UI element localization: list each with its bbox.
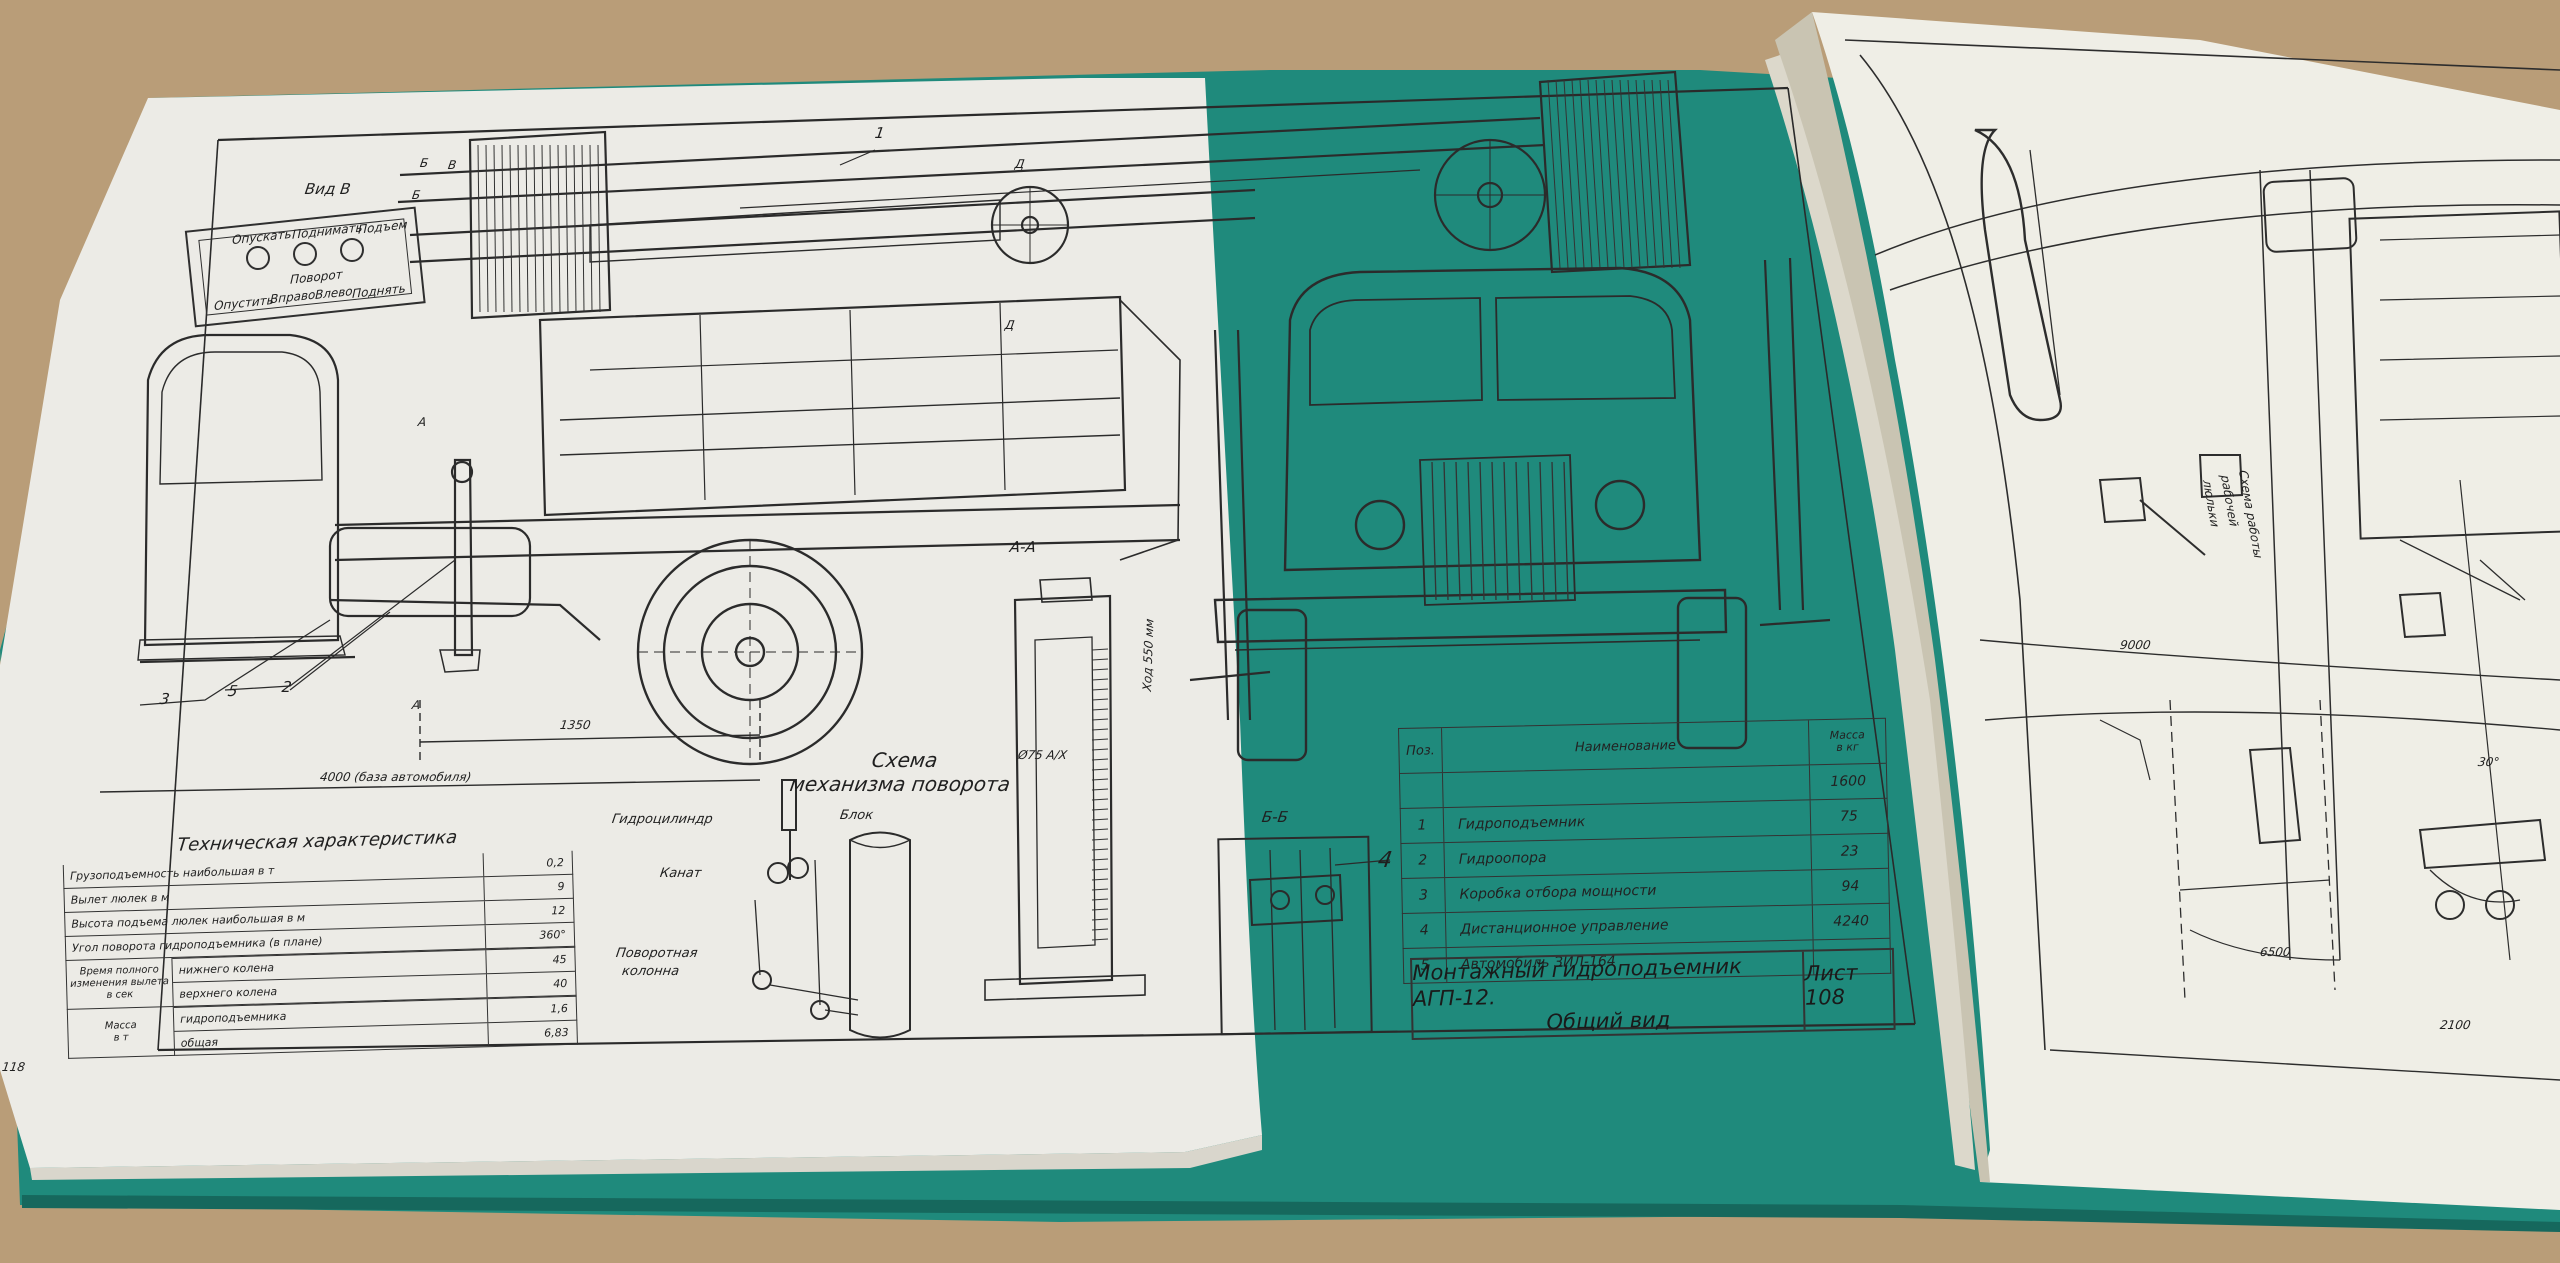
scheme-label-block: Блок <box>838 808 875 823</box>
mass-label-line: в т <box>113 1032 129 1044</box>
scheme-title: механизма поворота <box>788 772 1012 796</box>
spec-value: 45 <box>485 947 575 974</box>
drawing-title-block: Монтажный гидроподъемник АГП-12. Общий в… <box>1410 947 1896 1040</box>
sheet-number: Лист 108 <box>1801 949 1894 1030</box>
parts-header-mass: Масса в кг <box>1807 718 1886 765</box>
parts-pos: 2 <box>1401 843 1446 878</box>
parts-mass: 94 <box>1811 868 1889 905</box>
parts-name: Дистанционное управление <box>1460 917 1669 938</box>
parts-pos: 1 <box>1400 808 1445 843</box>
time-label-line: в сек <box>106 989 134 1001</box>
time-group-label: Время полного изменения вылета в сек <box>65 957 174 1010</box>
parts-pos <box>1399 773 1444 808</box>
right-dimension-6500: 6500 <box>2259 945 2292 959</box>
spec-value: 40 <box>485 971 576 998</box>
parts-table: Поз. Наименование Масса в кг 1600 1 Гидр… <box>1398 717 1892 984</box>
mass-group-label: Масса в т <box>66 1006 176 1059</box>
scheme-label-rope: Канат <box>658 866 703 881</box>
section-aa-label: А-А <box>1008 538 1038 556</box>
spec-value: 0,2 <box>482 850 573 877</box>
parts-pos: 4 <box>1402 913 1447 948</box>
dimension-wheelbase: 4000 (база автомобиля) <box>319 770 473 784</box>
dimension-diameter: Ø75 А/Х <box>1017 748 1068 762</box>
parts-header-pos: Поз. <box>1399 728 1443 773</box>
right-angle-label: 30° <box>2477 755 2501 769</box>
left-page <box>0 78 1262 1168</box>
drawing-title: Монтажный гидроподъемник АГП-12. Общий в… <box>1412 952 1804 1038</box>
cut-letter: Д <box>1004 318 1016 332</box>
scheme-label-cylinder: Гидроцилиндр <box>610 812 714 827</box>
cut-letter: Д <box>1014 157 1026 171</box>
parts-pos: 3 <box>1402 878 1446 913</box>
spec-label: верхнего колена <box>179 985 278 1001</box>
scheme-label-column: Поворотная <box>614 946 699 961</box>
spec-value: 6,83 <box>487 1020 577 1047</box>
page-number: 118 <box>1 1060 26 1074</box>
spec-value: 9 <box>483 874 573 901</box>
parts-name <box>1443 782 1809 790</box>
spec-value: 360° <box>484 922 575 949</box>
right-page <box>1812 12 2560 1210</box>
scheme-label-column: колонна <box>620 964 681 979</box>
parts-header-name: Наименование <box>1574 737 1677 755</box>
spec-label: гидроподъемника <box>179 1009 287 1026</box>
right-dimension-2100: 2100 <box>2439 1018 2472 1032</box>
drawing-title-line: Общий вид <box>1546 1007 1671 1035</box>
section-bb-label: Б-Б <box>1260 808 1290 826</box>
tech-spec-table: Техническая характеристика Грузоподъемно… <box>62 824 578 1059</box>
parts-mass: 4240 <box>1811 903 1890 940</box>
spec-label: нижнего колена <box>178 961 275 977</box>
right-dimension-9000: 9000 <box>2119 638 2152 652</box>
parts-mass: 75 <box>1809 798 1888 835</box>
mass-label-line: Масса <box>104 1019 137 1032</box>
parts-mass: 23 <box>1810 833 1889 870</box>
dimension-stroke: Ход 550 мм <box>1140 617 1157 693</box>
dimension-1350: 1350 <box>559 718 592 732</box>
spec-value: 1,6 <box>486 996 577 1023</box>
parts-name: Коробка отбора мощности <box>1459 882 1657 903</box>
parts-header-mass-line: в кг <box>1836 740 1859 754</box>
drawing-title-line: Монтажный гидроподъемник АГП-12. <box>1412 954 1742 1011</box>
view-b-label: Вид В <box>303 180 352 198</box>
parts-name: Гидроопора <box>1458 849 1547 868</box>
spec-value: 12 <box>483 898 574 925</box>
scheme-title: Схема <box>870 748 940 772</box>
parts-name: Гидроподъемник <box>1457 814 1586 833</box>
spec-label: общая <box>180 1035 219 1050</box>
parts-mass: 1600 <box>1808 763 1887 800</box>
